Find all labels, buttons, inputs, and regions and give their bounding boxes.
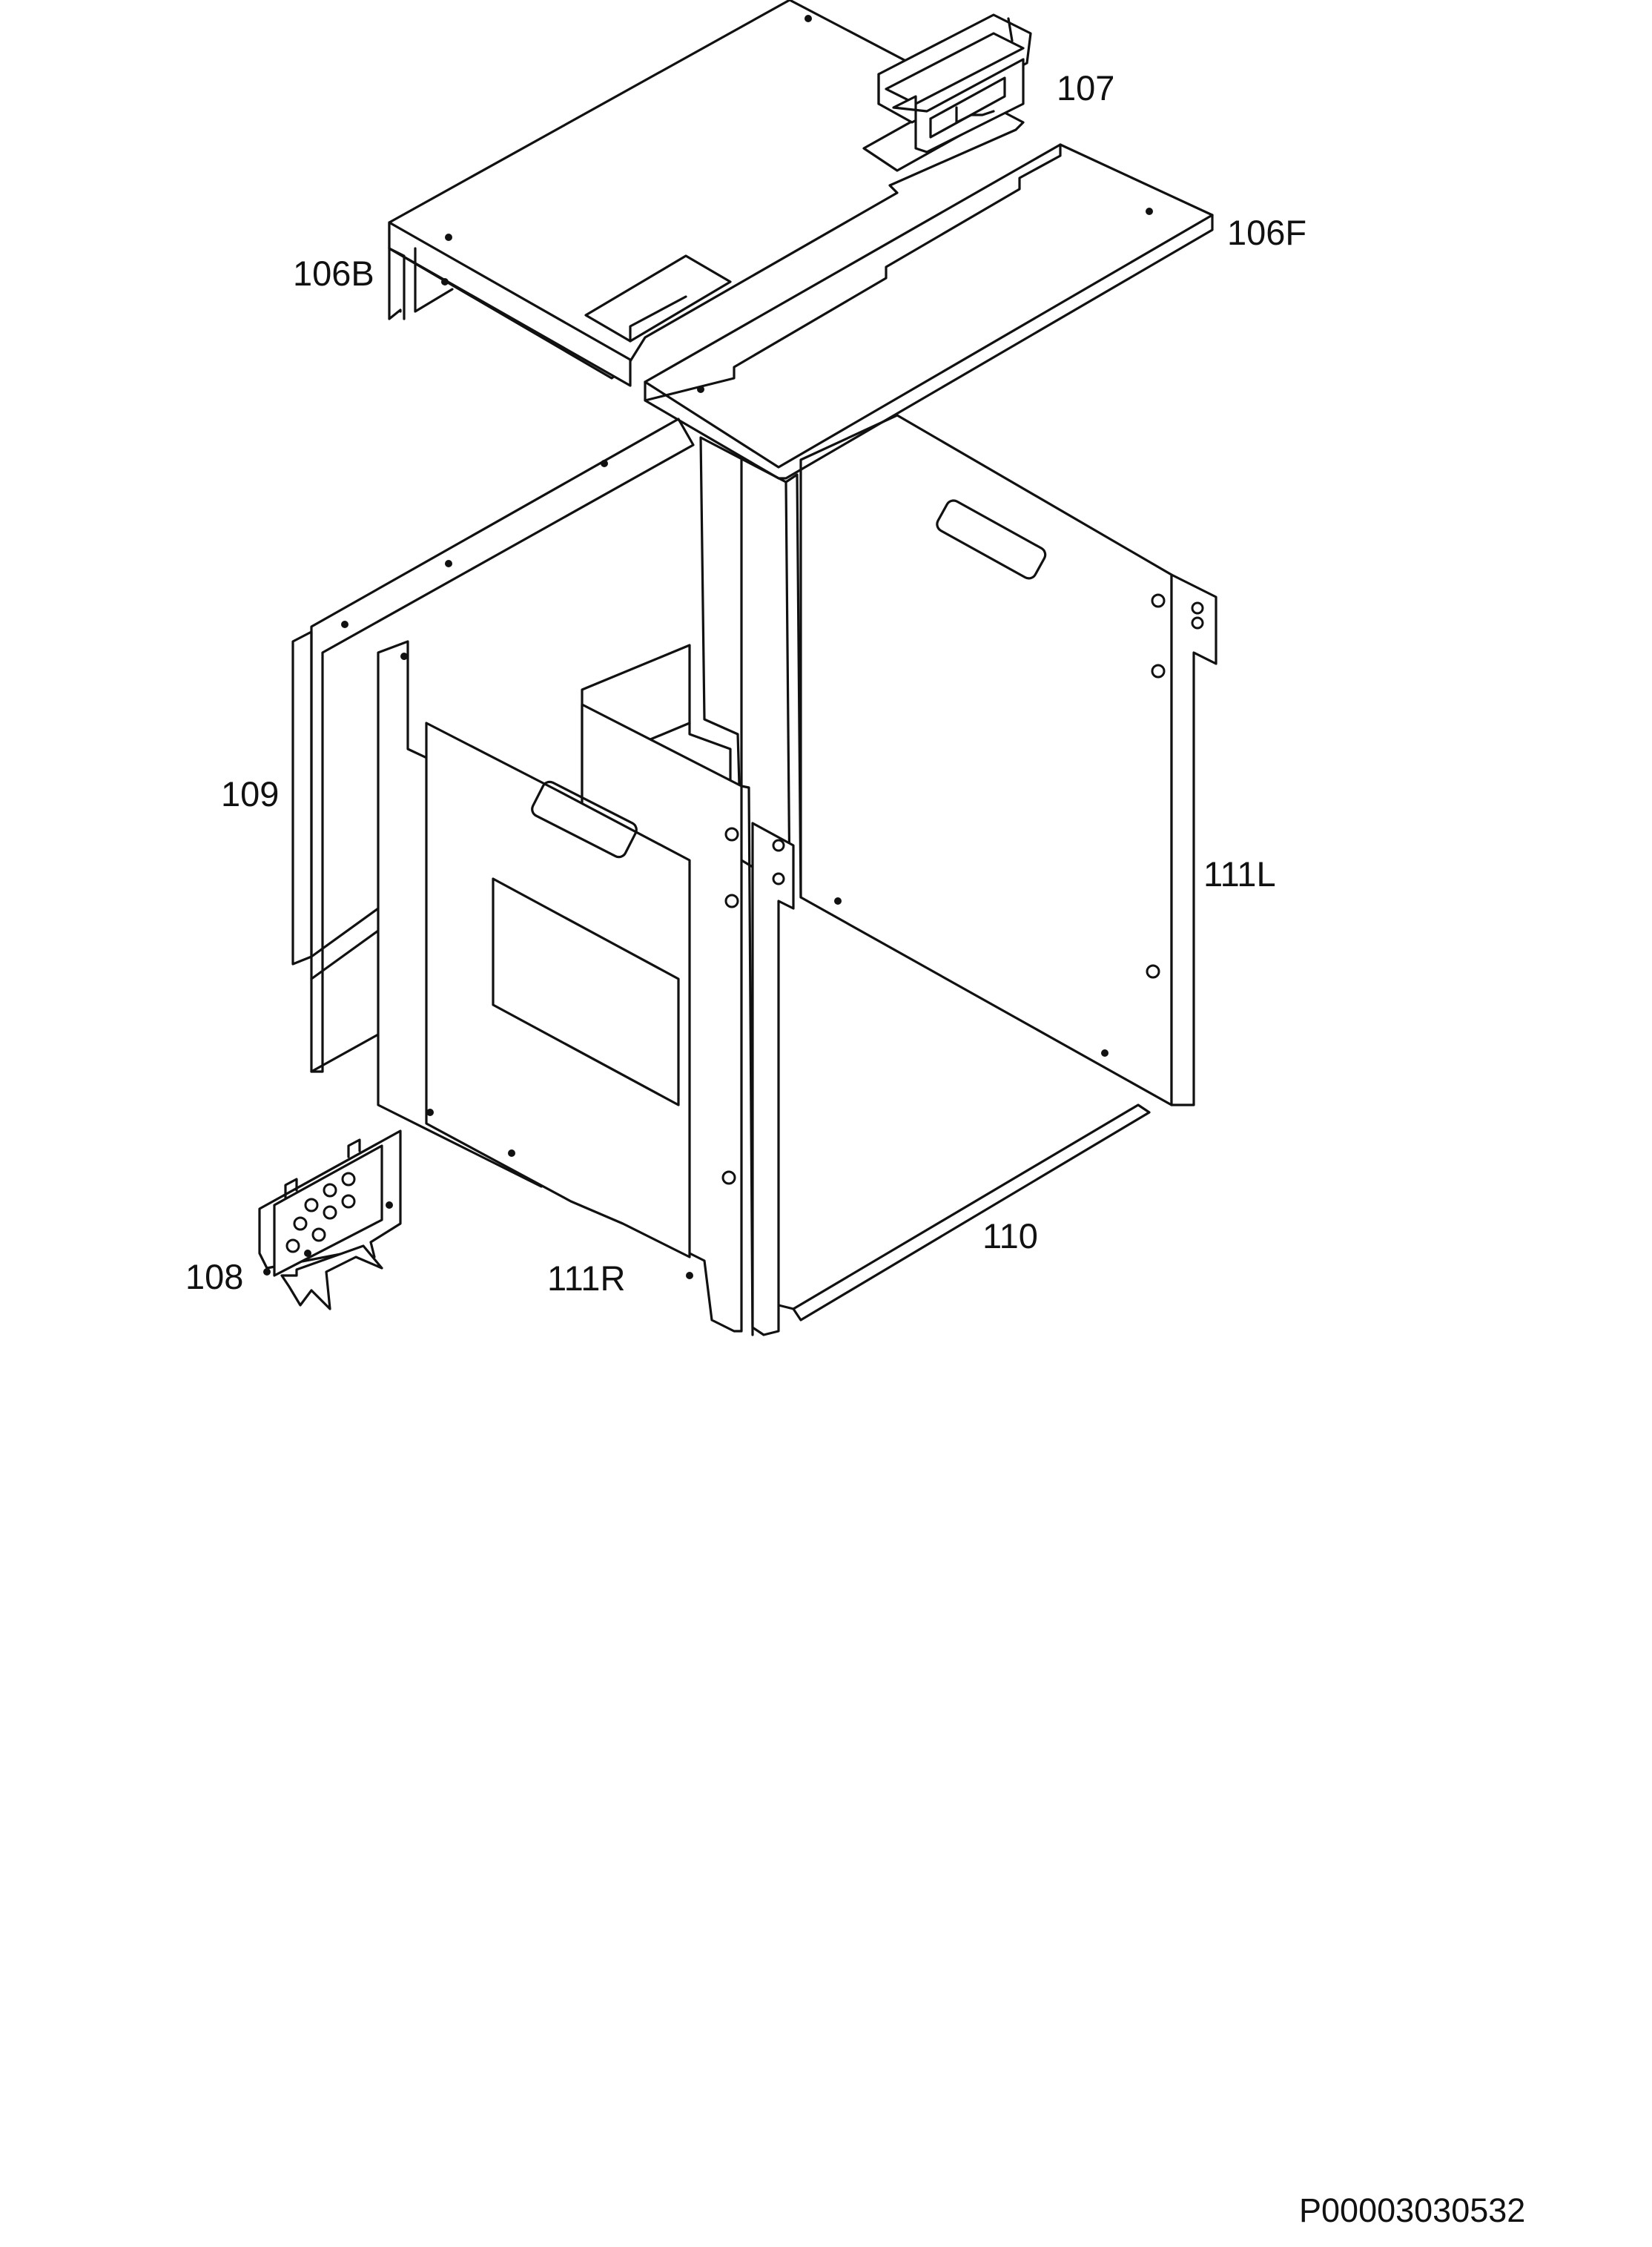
label-107: 107 bbox=[1057, 68, 1115, 108]
label-111R: 111R bbox=[547, 1258, 626, 1298]
label-111L: 111L bbox=[1203, 854, 1276, 894]
part-111L-side-panel bbox=[799, 414, 1217, 1106]
part-108-control-bracket bbox=[258, 1129, 402, 1310]
label-110: 110 bbox=[982, 1216, 1038, 1256]
label-106F: 106F bbox=[1227, 213, 1307, 252]
label-108: 108 bbox=[185, 1257, 244, 1296]
part-110-base-plate bbox=[777, 1103, 1151, 1322]
document-code: P00003030532 bbox=[1299, 2191, 1526, 2229]
label-106B: 106B bbox=[293, 254, 374, 293]
part-106F-top-front bbox=[644, 143, 1214, 480]
part-111R-side-panel bbox=[377, 640, 795, 1336]
label-109: 109 bbox=[221, 774, 280, 814]
part-107-box bbox=[877, 13, 1032, 154]
